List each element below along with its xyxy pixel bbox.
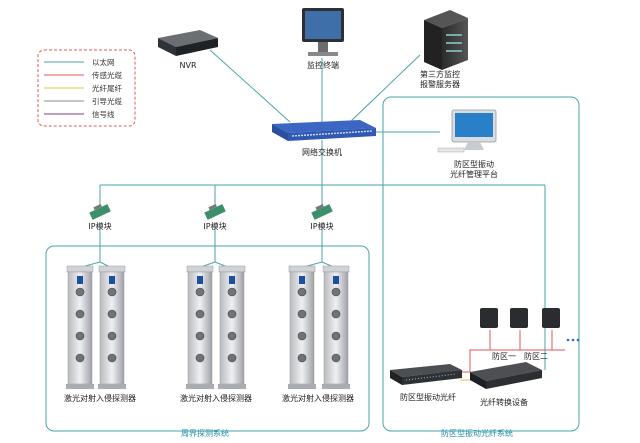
- detector-post-2: [98, 265, 126, 389]
- legend-item-sensing-cable: 传感光缆: [92, 71, 122, 80]
- legend-box: [37, 49, 136, 127]
- third-party-label-line2: 报警服务器: [420, 80, 460, 89]
- third-party-label-line1: 第三方监控: [420, 70, 460, 79]
- legend-item-ethernet: 以太网: [92, 58, 115, 67]
- platform-label-line2: 光纤管理平台: [450, 170, 498, 179]
- detector-post-3: [186, 265, 214, 389]
- ip-module-label-1: IP模块: [88, 222, 112, 231]
- fiber-converter-icon: [470, 362, 542, 389]
- monitor-terminal-icon: [302, 8, 344, 56]
- legend-item-lead-cable: 引导光缆: [92, 97, 122, 106]
- management-platform-icon: [437, 109, 497, 153]
- detector-post-1: [66, 265, 94, 389]
- legend-item-signal-line: 信号线: [92, 110, 115, 119]
- ip-module-label-2: IP模块: [203, 222, 227, 231]
- legend-item-pigtail: 光纤尾纤: [92, 84, 122, 93]
- nvr-device-icon: [158, 30, 218, 56]
- server-icon: [424, 10, 468, 70]
- zone1-label: 防区一: [492, 352, 516, 361]
- detector-label-2: 激光对射入侵探测器: [180, 394, 252, 403]
- fiber-host-device-icon: [390, 364, 462, 385]
- nvr-label: NVR: [179, 61, 197, 70]
- fiber-system-label: 防区型振动光纤系统: [441, 429, 513, 438]
- detector-post-4: [218, 265, 246, 389]
- ethernet-links: [77, 49, 546, 370]
- ip-module-label-3: IP模块: [310, 222, 334, 231]
- detector-posts: [66, 265, 350, 389]
- network-switch-icon: [272, 120, 376, 141]
- switch-label: 网络交换机: [302, 148, 342, 157]
- detector-post-5: [288, 265, 316, 389]
- perimeter-system-label: 周界探测系统: [181, 429, 229, 438]
- fiber-host-label: 防区型振动光纤: [400, 393, 456, 402]
- zone2-label: 防区二: [524, 352, 548, 361]
- platform-label-line1: 防区型振动: [454, 160, 494, 169]
- monitor-label: 监控终端: [307, 61, 339, 70]
- detector-label-3: 激光对射入侵探测器: [282, 394, 354, 403]
- detector-label-1: 激光对射入侵探测器: [64, 394, 136, 403]
- converter-label: 光纤转换设备: [480, 398, 528, 407]
- perimeter-system-frame: [45, 245, 370, 432]
- ip-module-icons: [89, 203, 333, 220]
- detector-post-6: [322, 265, 350, 389]
- fiber-system-frame: [382, 96, 580, 432]
- junction-boxes: [480, 308, 580, 342]
